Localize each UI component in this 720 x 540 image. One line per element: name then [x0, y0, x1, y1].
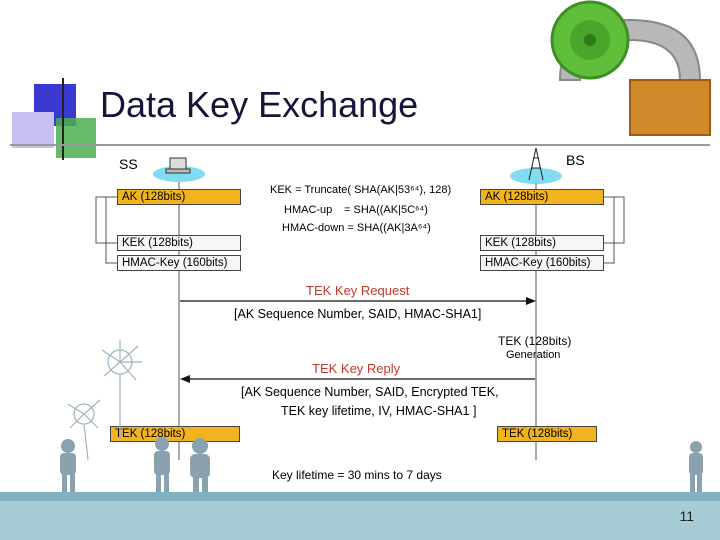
decor-line-h: [10, 144, 710, 146]
ss-kek-box: KEK (128bits): [117, 235, 241, 251]
tek-reply-content-line2: TEK key lifetime, IV, HMAC-SHA1 ]: [281, 404, 477, 418]
hmac-down-formula: HMAC-down = SHA((AK|3A⁶⁴): [282, 222, 431, 234]
ss-hmac-box: HMAC-Key (160bits): [117, 255, 241, 271]
laptop-icon: [153, 157, 205, 182]
tek-reply-content-line1: [AK Sequence Number, SAID, Encrypted TEK…: [241, 385, 499, 399]
child-silhouette-right-icon: [689, 441, 703, 494]
tek-request-content: [AK Sequence Number, SAID, HMAC-SHA1]: [234, 307, 482, 321]
page-number: 11: [679, 508, 694, 524]
padlock-icon: [550, 0, 711, 136]
tek-reply-text-1: AK Sequence Number, SAID, Encrypted TEK,: [244, 385, 499, 399]
ss-ak-box: AK (128bits): [117, 189, 241, 205]
tek-generation-line2: Generation: [506, 349, 561, 361]
bs-tek-box: TEK (128bits): [497, 426, 597, 442]
tek-reply-label: TEK Key Reply: [312, 361, 401, 376]
decor-line-v: [62, 78, 64, 160]
tek-generation-line1: TEK (128bits): [498, 334, 572, 348]
children-silhouette-icon: [60, 437, 210, 494]
dandelion-icon: [67, 340, 142, 461]
bs-label: BS: [566, 152, 585, 168]
bs-hmac-box: HMAC-Key (160bits): [480, 255, 604, 271]
hmac-up-label: HMAC-up: [284, 204, 333, 216]
kek-formula: KEK = Truncate( SHA(AK|53⁶⁴), 128): [270, 184, 452, 196]
tek-reply-text-2: TEK key lifetime, IV, HMAC-SHA1: [281, 404, 470, 418]
hmac-up-formula: = SHA((AK|5C⁶⁴): [344, 204, 428, 216]
ss-label: SS: [119, 156, 138, 172]
tek-request-label: TEK Key Request: [306, 283, 410, 298]
slide-title: Data Key Exchange: [100, 84, 419, 125]
footer-bar-stripe: [0, 492, 720, 501]
bs-kek-box: KEK (128bits): [480, 235, 604, 251]
ss-tek-box: TEK (128bits): [110, 426, 240, 442]
decor-square-lavender: [12, 112, 54, 148]
bs-ak-box: AK (128bits): [480, 189, 604, 205]
antenna-tower-icon: [510, 147, 562, 184]
key-lifetime: Key lifetime = 30 mins to 7 days: [272, 468, 442, 482]
tek-request-text: AK Sequence Number, SAID, HMAC-SHA1: [237, 307, 478, 321]
